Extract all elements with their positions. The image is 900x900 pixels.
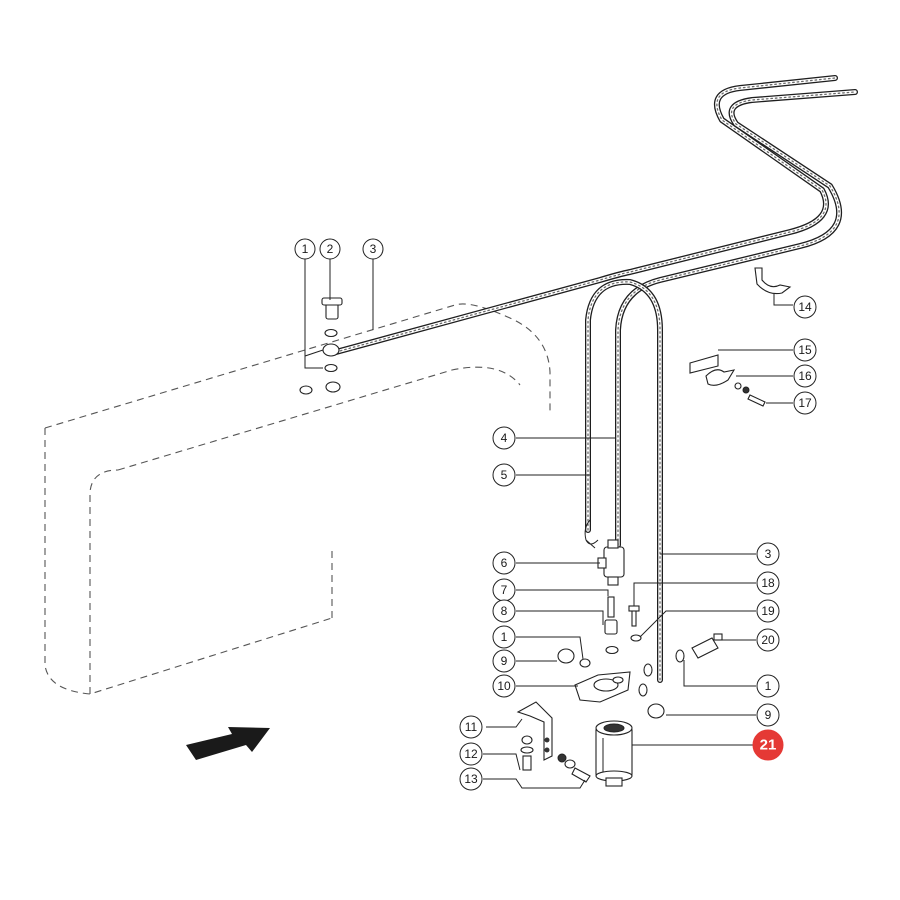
svg-text:21: 21 bbox=[760, 737, 777, 754]
svg-text:18: 18 bbox=[761, 576, 775, 590]
svg-text:13: 13 bbox=[464, 772, 478, 786]
callout-18: 18 bbox=[756, 571, 780, 595]
screw-18 bbox=[628, 605, 640, 627]
svg-text:7: 7 bbox=[501, 583, 508, 597]
svg-text:10: 10 bbox=[497, 679, 511, 693]
wire-5 bbox=[584, 519, 599, 549]
fuel-hose-3 bbox=[333, 75, 838, 355]
sensor-20 bbox=[691, 633, 723, 659]
svg-text:6: 6 bbox=[501, 556, 508, 570]
svg-text:19: 19 bbox=[761, 604, 775, 618]
svg-text:3: 3 bbox=[765, 547, 772, 561]
svg-text:15: 15 bbox=[798, 343, 812, 357]
callout-11: 11 bbox=[459, 715, 483, 739]
callout-20: 20 bbox=[756, 628, 780, 652]
callout-4: 4 bbox=[492, 426, 516, 450]
callout-8: 8 bbox=[492, 599, 516, 623]
fuel-hose-loop bbox=[585, 278, 663, 683]
svg-text:1: 1 bbox=[302, 242, 309, 256]
svg-text:8: 8 bbox=[501, 604, 508, 618]
svg-text:17: 17 bbox=[798, 396, 812, 410]
leader-lines bbox=[304, 258, 793, 789]
banjo-screws-9 bbox=[557, 648, 665, 719]
callout-19: 19 bbox=[756, 599, 780, 623]
fuel-tank-outline bbox=[44, 303, 551, 695]
callout-5: 5 bbox=[492, 463, 516, 487]
fuel-hose-return bbox=[615, 89, 858, 548]
callout-16: 16 bbox=[793, 364, 817, 388]
sealing-washers-1 bbox=[579, 634, 685, 697]
svg-text:14: 14 bbox=[798, 300, 812, 314]
callout-17: 17 bbox=[793, 391, 817, 415]
callout-9-right: 9 bbox=[756, 703, 780, 727]
callout-6: 6 bbox=[492, 551, 516, 575]
svg-text:1: 1 bbox=[765, 679, 772, 693]
svg-text:12: 12 bbox=[464, 747, 478, 761]
filter-head-10 bbox=[574, 671, 631, 703]
svg-text:1: 1 bbox=[501, 630, 508, 644]
callout-10: 10 bbox=[492, 674, 516, 698]
svg-text:20: 20 bbox=[761, 633, 775, 647]
callout-12: 12 bbox=[459, 742, 483, 766]
callout-9-left: 9 bbox=[492, 649, 516, 673]
fitting-7-8 bbox=[604, 596, 619, 655]
callout-3-top: 3 bbox=[362, 238, 384, 260]
clamp-assembly-15-17 bbox=[689, 354, 766, 407]
callout-1-top: 1 bbox=[294, 238, 316, 260]
svg-text:3: 3 bbox=[370, 242, 377, 256]
bolts-12-13 bbox=[520, 735, 591, 783]
fuel-pump-6 bbox=[597, 539, 625, 586]
callout-1-mid: 1 bbox=[492, 625, 516, 649]
svg-text:9: 9 bbox=[765, 708, 772, 722]
clamp-14 bbox=[754, 267, 792, 295]
svg-text:5: 5 bbox=[501, 468, 508, 482]
callout-21-highlight: 21 bbox=[752, 729, 784, 761]
svg-text:2: 2 bbox=[327, 242, 334, 256]
svg-text:4: 4 bbox=[501, 431, 508, 445]
callout-2-top: 2 bbox=[319, 238, 341, 260]
callout-13: 13 bbox=[459, 767, 483, 791]
callout-3-mid: 3 bbox=[756, 542, 780, 566]
direction-arrow-icon bbox=[186, 727, 270, 760]
callout-14: 14 bbox=[793, 295, 817, 319]
svg-text:11: 11 bbox=[465, 720, 478, 734]
bracket-11 bbox=[516, 701, 553, 761]
callout-7: 7 bbox=[492, 578, 516, 602]
svg-text:16: 16 bbox=[798, 369, 812, 383]
callout-15: 15 bbox=[793, 338, 817, 362]
callout-1-right: 1 bbox=[756, 674, 780, 698]
tank-fitting-parts bbox=[299, 297, 343, 395]
fuel-filter-21 bbox=[595, 720, 633, 787]
svg-text:9: 9 bbox=[501, 654, 508, 668]
